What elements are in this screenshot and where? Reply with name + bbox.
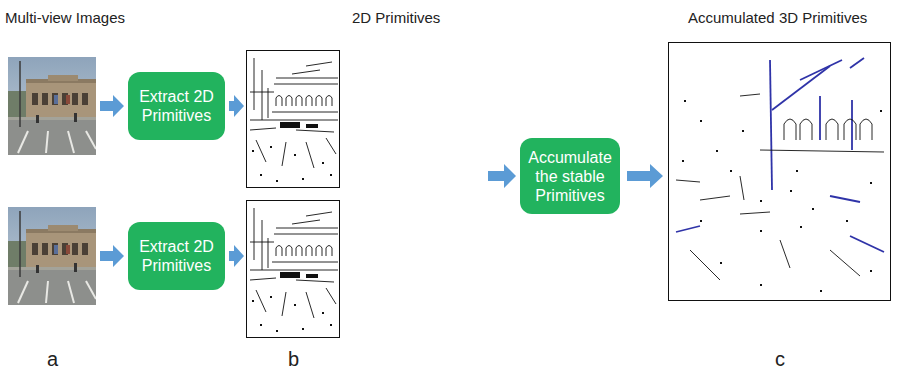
photo-view (8, 207, 96, 305)
box-text: Extract 2D Primitives (134, 237, 219, 275)
box-text: Accumulate the stable Primitives (526, 148, 614, 205)
accumulated-image (669, 43, 891, 301)
process-box: Extract 2D Primitives (128, 222, 225, 290)
primitive-image (247, 51, 340, 188)
photo-view (8, 57, 96, 155)
panel-letter: b (288, 348, 299, 370)
box-text: Extract 2D Primitives (134, 87, 219, 125)
column-header: Multi-view Images (5, 9, 125, 27)
process-box: Extract 2D Primitives (128, 72, 225, 140)
panel-letter: a (47, 348, 58, 370)
process-box: Accumulate the stable Primitives (520, 138, 620, 214)
primitive-image (247, 201, 340, 338)
column-header: 2D Primitives (352, 9, 440, 27)
panel-letter: c (775, 348, 785, 370)
column-header: Accumulated 3D Primitives (688, 9, 867, 27)
